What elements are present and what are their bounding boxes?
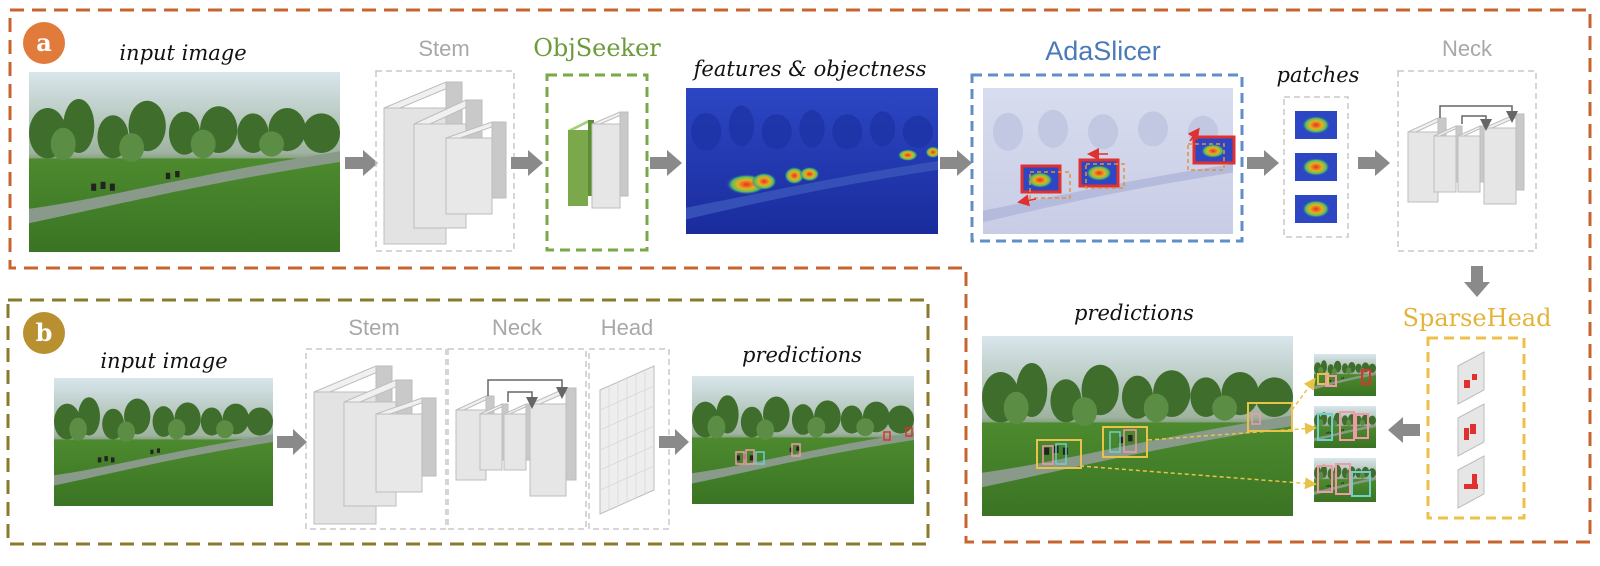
panel-a-arrow-6	[1358, 150, 1390, 176]
panel-a-objseeker-layers	[568, 111, 629, 209]
panel-b-head-label: Head	[601, 315, 654, 340]
panel-b-stem-label: Stem	[348, 315, 399, 340]
panel-b-arrow-1	[277, 429, 307, 455]
panel-a-arrow-left	[1388, 417, 1420, 443]
panel-a-arrow-down	[1464, 266, 1490, 297]
panel-a-input-image	[29, 72, 340, 252]
panel-b-neck-label: Neck	[492, 315, 543, 340]
panel-b-stem-blocks	[313, 365, 437, 525]
panel-a-slice-windows	[1017, 127, 1236, 207]
panel-a-objseeker-box	[545, 73, 649, 252]
panel-a-arrow-2	[511, 150, 543, 176]
panel-a-feature-map	[686, 88, 938, 234]
panel-a-patch-thumbnails	[1295, 111, 1337, 223]
panel-b-badge	[23, 312, 65, 354]
panel-b-input-image	[54, 378, 273, 506]
panel-b-arrow-2	[659, 429, 689, 455]
panel-a-stem-blocks	[383, 81, 507, 245]
panel-b-stem-box	[305, 348, 447, 530]
panel-b-badge-letter: b	[36, 318, 53, 347]
panel-b-neck-blocks	[455, 379, 577, 497]
panel-b-predictions-label: predictions	[742, 343, 862, 367]
panel-b-input-label: input image	[100, 349, 227, 373]
panel-a-prediction-boxes	[1036, 377, 1317, 490]
panel-a-arrow-3	[650, 150, 682, 176]
panel-a-objseeker-label: ObjSeeker	[533, 34, 661, 62]
panel-a-arrow-1	[345, 150, 378, 176]
panel-a-stem-box	[375, 70, 515, 252]
panel-a-patches-label: patches	[1277, 63, 1360, 87]
panel-a-badge-letter: a	[36, 28, 52, 57]
panel-a-predictions-label: predictions	[1074, 301, 1194, 325]
panel-a-sparsehead-box	[1426, 336, 1526, 520]
panel-a-neck-box	[1397, 70, 1537, 252]
panel-b-prediction-boxes	[735, 427, 913, 465]
panel-a-arrow-5	[1247, 150, 1279, 176]
panel-b-neck-box	[447, 348, 587, 530]
panel-a-adaslicer-box	[970, 73, 1244, 243]
panel-a-features-label: features & objectness	[692, 57, 927, 81]
panel-b-head-grid	[599, 365, 655, 515]
panel-a-badge	[23, 22, 65, 64]
panel-a-input-label: input image	[119, 41, 246, 65]
panel-a-prediction-crops	[1314, 354, 1376, 502]
panel-a-sparsehead-label: SparseHead	[1403, 304, 1552, 332]
panel-a-patches-box	[1283, 96, 1349, 238]
panel-a-stem-label: Stem	[418, 36, 469, 61]
panel-a-border	[8, 8, 1592, 544]
panel-a-arrow-4	[940, 150, 972, 176]
panel-a-adaslicer-label: AdaSlicer	[1045, 36, 1161, 66]
panel-b-border	[6, 298, 930, 546]
panel-a-adaslicer-map	[983, 88, 1233, 234]
panel-a-neck-label: Neck	[1442, 36, 1493, 61]
panel-b-predictions-image	[692, 376, 914, 504]
panel-a-neck-blocks	[1407, 105, 1525, 205]
panel-a-sparsehead-grids	[1457, 351, 1485, 509]
